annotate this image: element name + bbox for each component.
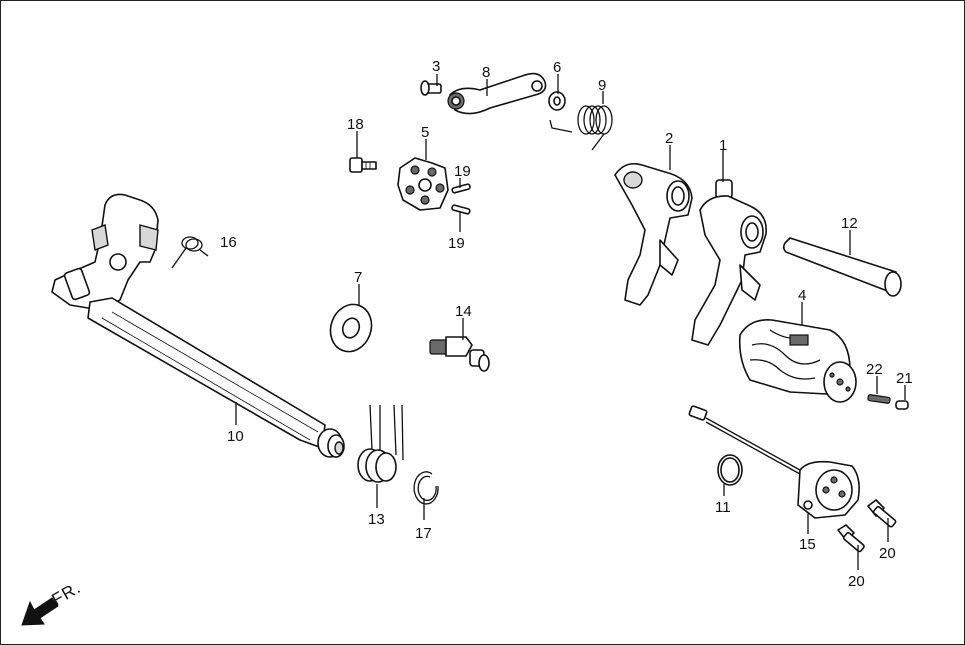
part-21-pin — [895, 400, 909, 410]
callout-15: 15 — [799, 536, 816, 553]
front-direction-arrow — [21, 597, 59, 626]
callout-4: 4 — [798, 287, 806, 304]
callout-18: 18 — [347, 116, 364, 133]
part-15-sensor — [688, 405, 860, 519]
part-18-bolt — [349, 157, 377, 173]
callout-17: 17 — [415, 525, 432, 542]
part-6-washer — [548, 91, 566, 111]
part-7-washer — [329, 303, 373, 353]
callout-16: 16 — [220, 234, 237, 251]
part-5-star-plate — [397, 157, 449, 211]
callout-22: 22 — [866, 361, 883, 378]
callout-10: 10 — [227, 428, 244, 445]
part-2-shift-fork — [614, 162, 693, 306]
part-22-pin — [867, 394, 891, 404]
part-11-o-ring — [717, 454, 743, 486]
part-14-threaded-pin — [429, 336, 490, 372]
part-3-pin — [420, 80, 442, 96]
callout-8: 8 — [482, 64, 490, 81]
callout-leaders — [235, 74, 906, 570]
callout-6: 6 — [553, 59, 561, 76]
callout-13: 13 — [368, 511, 385, 528]
callout-19-bottom: 19 — [448, 235, 465, 252]
callout-3: 3 — [432, 58, 440, 75]
callout-21: 21 — [896, 370, 913, 387]
callout-19-top: 19 — [454, 163, 471, 180]
part-20-bolt-b — [837, 524, 865, 553]
callout-11: 11 — [715, 499, 731, 516]
part-9-spring — [549, 105, 613, 151]
part-20-bolt-a — [867, 499, 897, 528]
callout-7: 7 — [354, 269, 362, 286]
callout-14: 14 — [455, 303, 472, 320]
part-4-shift-drum — [738, 318, 857, 403]
callout-5: 5 — [421, 124, 429, 141]
callout-20-bottom: 20 — [848, 573, 865, 590]
callout-2: 2 — [665, 130, 673, 147]
callout-20-right: 20 — [879, 545, 896, 562]
callout-1: 1 — [719, 137, 727, 154]
callout-9: 9 — [598, 77, 606, 94]
part-17-circlip — [413, 471, 439, 505]
callout-labels: 1 2 3 4 5 6 7 8 9 10 11 12 13 14 15 16 1… — [220, 58, 913, 590]
part-16-spring-clip — [171, 236, 209, 269]
part-12-guide-shaft — [782, 237, 902, 297]
part-8-lever-arm — [447, 72, 547, 115]
part-1-shift-fork — [691, 179, 767, 346]
callout-12: 12 — [841, 215, 858, 232]
part-19-pins — [451, 183, 471, 215]
part-10-shift-shaft — [51, 193, 345, 458]
part-13-return-spring — [357, 404, 404, 483]
